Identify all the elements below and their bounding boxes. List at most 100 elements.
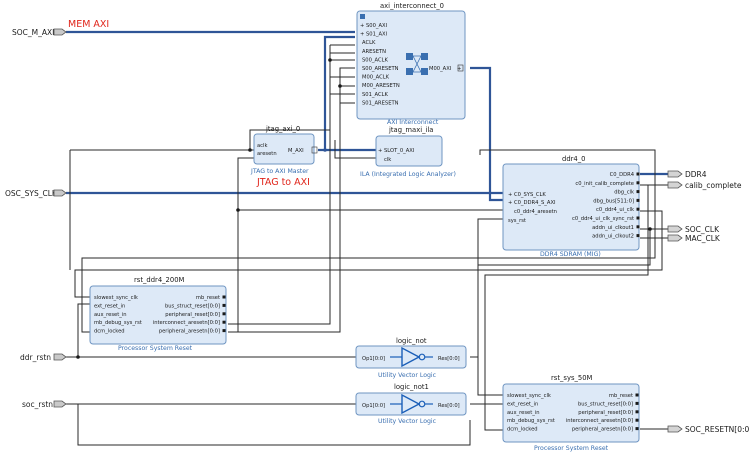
interconnect-pin-m00_aresetn: M00_ARESETN (362, 83, 400, 89)
pin-marker (222, 312, 226, 316)
pin-marker (636, 198, 640, 202)
pin-plus: + (360, 32, 364, 38)
pin-marker (222, 329, 226, 333)
inverter-icon (390, 346, 433, 368)
ddr4-pin-0: C0_DDR4 (610, 172, 635, 178)
svg-text:Op1[0:0]: Op1[0:0] (362, 356, 385, 362)
reset-in-pin-0: slowest_sync_clk (94, 295, 138, 301)
input-port-osc-sys-clk[interactable]: OSC_SYS_CLK (5, 189, 67, 198)
svg-text:c0_ddr4_aresetn: c0_ddr4_aresetn (514, 209, 557, 215)
ddr4-pin-4: c0_ddr4_ui_clk (596, 207, 634, 213)
output-port-soc-resetn[interactable]: SOC_RESETN[0:0] (667, 425, 750, 434)
ddr4-pin-6: addn_ui_clkout1 (592, 225, 634, 231)
svg-text:aclk: aclk (257, 143, 267, 149)
svg-text:C0_DDR4_S_AXI: C0_DDR4_S_AXI (514, 200, 556, 206)
svg-text:Op1[0:0]: Op1[0:0] (362, 403, 385, 409)
reset-out-pin-4: peripheral_aresetn[0:0] (159, 329, 220, 335)
block-logic-not[interactable]: logic_not Op1[0:0] Res[0:0] Utility Vect… (355, 337, 467, 379)
block-jtag-axi[interactable]: jtag_axi_0 aclk aresetn M_AXI JTAG to AX… (250, 125, 318, 175)
interconnect-input-pins: +S00_AXI+S01_AXIACLKARESETNS00_ACLKS00_A… (360, 23, 400, 106)
reset-in-pin-3: mb_debug_sys_rst (94, 320, 142, 326)
block-logic-not1[interactable]: logic_not1 Op1[0:0] Res[0:0] Utility Vec… (355, 383, 467, 425)
ddr4-pin-1: c0_init_calib_complete (575, 181, 634, 187)
output-port-calib-complete[interactable]: calib_complete (667, 181, 742, 190)
output-port-soc-clk[interactable]: SOC_CLK (667, 225, 720, 234)
svg-text:jtag_axi_0: jtag_axi_0 (265, 125, 300, 133)
interconnect-pin-m00_aclk: M00_ACLK (362, 75, 390, 81)
interconnect-pin-aclk: ACLK (362, 40, 376, 46)
pin-marker (636, 181, 640, 185)
wire-calib-locked (81, 149, 656, 333)
wire-peripheral-aresetn (228, 67, 355, 333)
pin-marker (222, 303, 226, 307)
svg-text:SLOT_0_AXI: SLOT_0_AXI (384, 148, 415, 154)
svg-text:DDR4: DDR4 (685, 170, 707, 179)
port-arrow-icon (667, 425, 683, 433)
block-jtag-maxi-ila[interactable]: jtag_maxi_ila + SLOT_0_AXI clk ILA (Inte… (360, 126, 456, 178)
svg-text:C0_SYS_CLK: C0_SYS_CLK (514, 192, 546, 198)
svg-text:rst_sys_50M: rst_sys_50M (551, 374, 593, 382)
ddr4-output-pins: C0_DDR4c0_init_calib_completedbg_clkdbg_… (572, 172, 640, 240)
pin-marker (636, 207, 640, 211)
svg-text:Utility Vector Logic: Utility Vector Logic (378, 418, 437, 425)
reset-out-pin-0: mb_reset (196, 295, 220, 301)
svg-text:Processor System Reset: Processor System Reset (118, 345, 193, 352)
input-port-ddr-rstn[interactable]: ddr_rstn (20, 353, 67, 362)
svg-text:ddr4_0: ddr4_0 (562, 155, 585, 163)
reset-out-pin-0: mb_reset (609, 393, 633, 399)
output-port-ddr4[interactable]: DDR4 (667, 170, 707, 179)
input-port-soc-rstn[interactable]: soc_rstn (22, 400, 67, 409)
svg-text:Res[0:0]: Res[0:0] (438, 356, 460, 362)
pin-marker (636, 234, 640, 238)
port-arrow-icon (667, 225, 683, 233)
svg-text:MAC_CLK: MAC_CLK (685, 234, 721, 243)
rst-sys-pins: slowest_sync_clkext_reset_inaux_reset_in… (507, 393, 639, 433)
interconnect-pin-s01_aclk: S01_ACLK (362, 92, 388, 98)
rst-ddr4-pins: slowest_sync_clk ext_reset_in aux_reset_in… (94, 295, 226, 335)
port-arrow-icon (53, 353, 67, 361)
svg-text:M_AXI: M_AXI (288, 148, 304, 154)
svg-text:+: + (508, 200, 512, 206)
svg-text:rst_ddr4_200M: rst_ddr4_200M (134, 276, 185, 284)
reset-in-pin-2: aux_reset_in (94, 312, 127, 318)
reset-out-pin-1: bus_struct_reset[0:0] (578, 401, 633, 407)
svg-text:+: + (378, 148, 382, 154)
annotation-mem-axi: MEM AXI (68, 19, 109, 30)
svg-text:Utility Vector Logic: Utility Vector Logic (378, 372, 437, 379)
block-ddr4-mig[interactable]: ddr4_0 + C0_SYS_CLK + C0_DDR4_S_AXI c0_d… (502, 155, 640, 258)
svg-text:aresetn: aresetn (257, 151, 277, 157)
reset-out-pin-3: interconnect_aresetn[0:0] (153, 320, 220, 326)
block-rst-ddr4-200m[interactable]: rst_ddr4_200M slowest_sync_clk ext_reset_… (89, 276, 227, 352)
pin-marker (635, 393, 639, 397)
svg-text:soc_rstn: soc_rstn (22, 400, 53, 409)
interconnect-pin-s00_aclk: S00_ACLK (362, 57, 388, 63)
svg-text:calib_complete: calib_complete (685, 181, 742, 190)
pin-marker (636, 172, 640, 176)
reset-in-pin-2: aux_reset_in (507, 410, 540, 416)
port-arrow-icon (53, 189, 67, 197)
input-port-soc-m-axi[interactable]: SOC_M_AXI (12, 28, 67, 37)
block-axi-interconnect[interactable]: axi_interconnect_0 +S00_AXI+S01_AXIACLKA… (356, 2, 466, 126)
reset-in-pin-1: ext_reset_in (94, 303, 125, 309)
reset-out-pin-4: peripheral_aresetn[0:0] (572, 427, 633, 433)
wire-interconnect-aresetn (228, 52, 355, 325)
crossbar-icon (406, 53, 428, 75)
svg-text:ddr_rstn: ddr_rstn (20, 353, 51, 362)
svg-text:DDR4 SDRAM (MIG): DDR4 SDRAM (MIG) (540, 251, 601, 258)
svg-text:JTAG to AXI Master: JTAG to AXI Master (250, 168, 309, 175)
wires (66, 30, 668, 446)
reset-out-pin-3: interconnect_aresetn[0:0] (566, 418, 633, 424)
output-port-mac-clk[interactable]: MAC_CLK (667, 234, 721, 243)
pin-marker (635, 418, 639, 422)
svg-text:Res[0:0]: Res[0:0] (438, 403, 460, 409)
pin-marker (636, 216, 640, 220)
pin-marker (635, 427, 639, 431)
pin-marker (635, 410, 639, 414)
block-rst-sys-50m[interactable]: rst_sys_50M slowest_sync_clkext_reset_in… (502, 374, 640, 452)
expand-icon (360, 14, 365, 19)
annotation-jtag-to-axi: JTAG to AXI (256, 177, 310, 188)
inverter-icon (390, 393, 433, 415)
svg-text:SOC_RESETN[0:0]: SOC_RESETN[0:0] (685, 425, 750, 434)
reset-in-pin-4: dcm_locked (94, 329, 125, 335)
pin-plus: + (360, 23, 364, 29)
